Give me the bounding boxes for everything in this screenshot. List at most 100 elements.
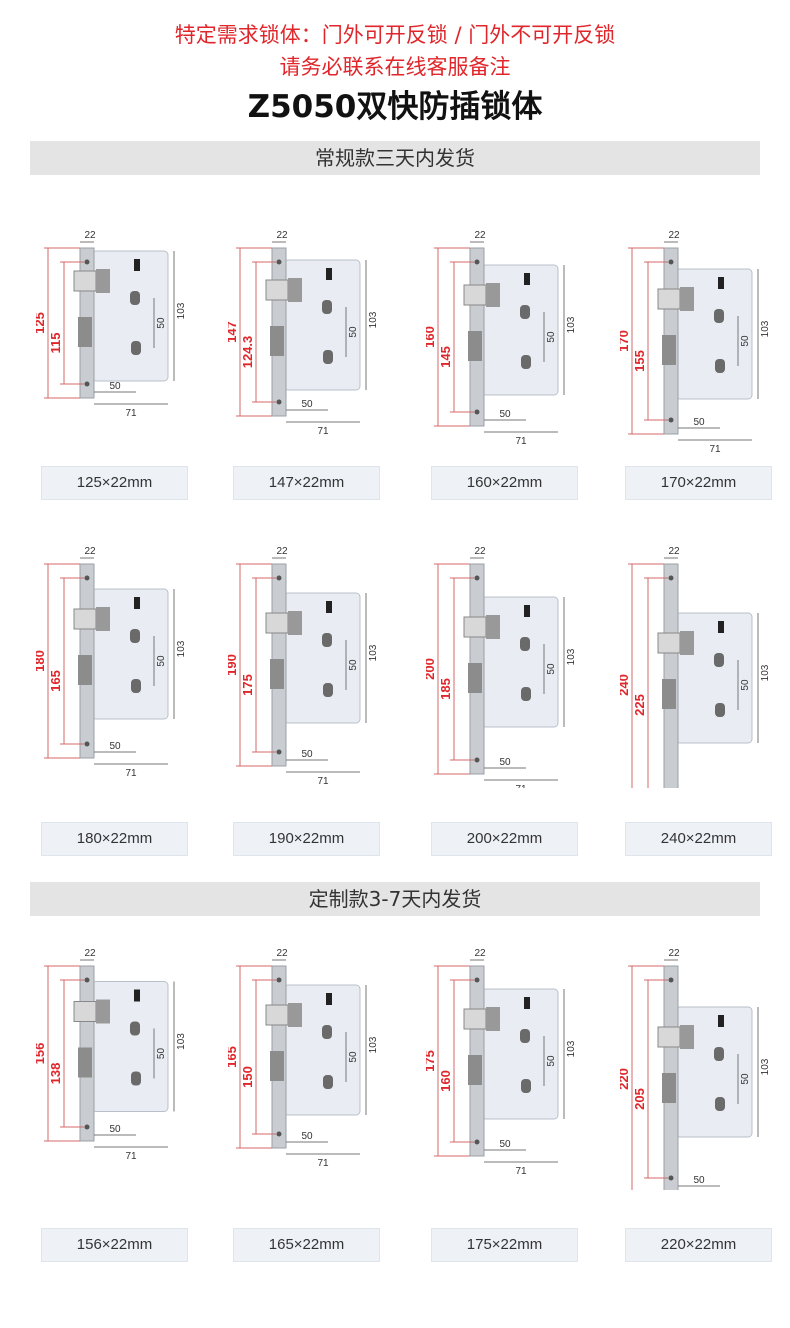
latch-spring: [96, 999, 110, 1024]
spindle-hole: [322, 300, 332, 314]
body-height-value: 103: [368, 1036, 379, 1053]
depth-value: 71: [125, 768, 137, 779]
width-value: 22: [474, 948, 486, 959]
switch-slot: [718, 277, 724, 289]
screw-hole: [276, 749, 282, 755]
deadbolt: [270, 659, 284, 689]
latch-bolt: [463, 284, 487, 306]
depth-value: 71: [709, 444, 721, 455]
backset-value: 50: [301, 399, 313, 410]
backset-value: 50: [693, 417, 705, 428]
length-value: 200: [426, 658, 437, 680]
width-value: 22: [84, 948, 96, 959]
notice-line-2: 请务必联系在线客服备注: [279, 55, 511, 79]
cylinder-hole: [521, 1079, 531, 1093]
screw-hole: [474, 409, 480, 415]
hub-spacing-value: 50: [156, 317, 167, 329]
latch-spring: [680, 1025, 694, 1049]
body-height-value: 103: [760, 1058, 771, 1075]
spacing-value: 150: [240, 1066, 255, 1088]
size-label: 125×22mm: [41, 466, 188, 500]
screw-hole: [474, 575, 480, 581]
latch-spring: [288, 1003, 302, 1027]
switch-slot: [326, 268, 332, 280]
latch-spring: [288, 611, 302, 635]
latch-spring: [96, 269, 110, 293]
screw-hole: [276, 399, 282, 405]
page-title: Z5050双快防插锁体: [247, 89, 543, 125]
cylinder-hole: [715, 703, 725, 717]
length-value: 165: [228, 1046, 239, 1068]
cylinder-hole: [521, 355, 531, 369]
deadbolt: [468, 663, 482, 693]
switch-slot: [134, 597, 140, 609]
size-label: 220×22mm: [625, 1228, 772, 1262]
spacing-value: 155: [632, 350, 647, 372]
spacing-value: 145: [438, 346, 453, 368]
lock-diagram: 24022522103505071: [620, 546, 771, 788]
cylinder-hole: [521, 687, 531, 701]
screw-hole: [84, 259, 90, 265]
backset-value: 50: [109, 381, 121, 392]
depth-value: 71: [515, 1166, 527, 1177]
depth-value: 71: [125, 408, 137, 419]
lock-item: 20018522103505071200×22mm: [426, 528, 616, 856]
latch-bolt: [73, 270, 97, 292]
cylinder-hole: [131, 1071, 141, 1086]
screw-hole: [474, 1139, 480, 1145]
depth-value: 71: [317, 776, 329, 787]
switch-slot: [326, 993, 332, 1005]
latch-bolt: [657, 1026, 681, 1048]
cylinder-hole: [131, 341, 141, 355]
spacing-value: 175: [240, 674, 255, 696]
screw-hole: [668, 417, 674, 423]
spacing-value: 124.3: [240, 336, 255, 369]
screw-hole: [668, 575, 674, 581]
spacing-value: 185: [438, 678, 453, 700]
backset-value: 50: [301, 1131, 313, 1142]
body-height-value: 103: [566, 1040, 577, 1057]
faceplate: [663, 563, 679, 788]
section-bar-standard: 常规款三天内发货: [30, 141, 760, 175]
size-label: 170×22mm: [625, 466, 772, 500]
hub-spacing-value: 50: [740, 679, 751, 691]
screw-hole: [276, 575, 282, 581]
cylinder-hole: [323, 683, 333, 697]
spacing-value: 138: [48, 1063, 63, 1085]
latch-spring: [486, 283, 500, 307]
spacing-value: 165: [48, 670, 63, 692]
hub-spacing-value: 50: [156, 655, 167, 667]
size-label: 180×22mm: [41, 822, 188, 856]
spacing-value: 115: [48, 333, 63, 354]
latch-spring: [680, 631, 694, 655]
screw-hole: [474, 259, 480, 265]
depth-value: 71: [515, 784, 527, 788]
latch-spring: [680, 287, 694, 311]
deadbolt: [78, 655, 92, 685]
hub-spacing-value: 50: [546, 1055, 557, 1067]
cylinder-hole: [715, 359, 725, 373]
spindle-hole: [130, 291, 140, 305]
deadbolt: [662, 1073, 676, 1103]
backset-value: 50: [499, 409, 511, 420]
deadbolt: [662, 679, 676, 709]
size-label: 156×22mm: [41, 1228, 188, 1262]
screw-hole: [668, 1175, 674, 1181]
size-label: 165×22mm: [233, 1228, 380, 1262]
width-value: 22: [474, 546, 486, 557]
switch-slot: [134, 989, 140, 1002]
hub-spacing-value: 50: [740, 335, 751, 347]
cylinder-hole: [715, 1097, 725, 1111]
notice-line-1: 特定需求锁体：门外可开反锁 / 门外不可开反锁: [174, 23, 616, 47]
size-label: 175×22mm: [431, 1228, 578, 1262]
backset-value: 50: [499, 1139, 511, 1150]
